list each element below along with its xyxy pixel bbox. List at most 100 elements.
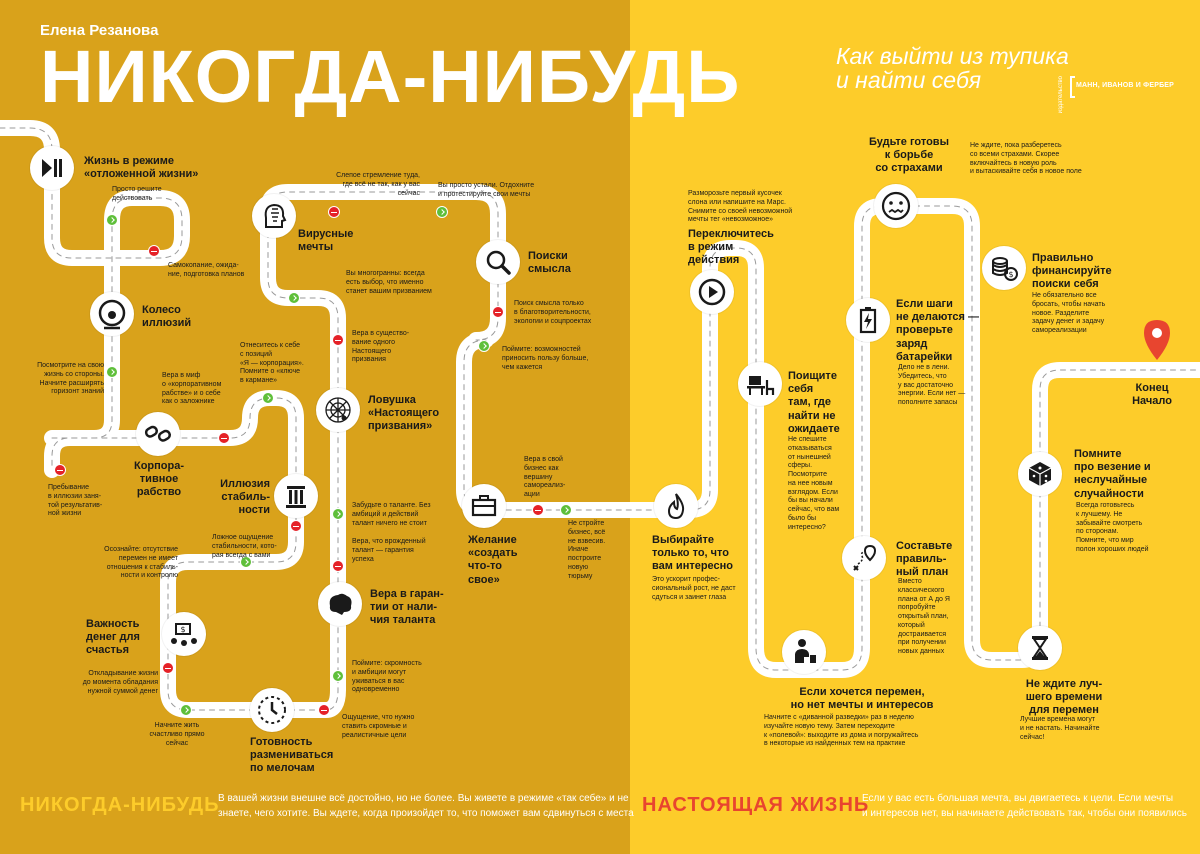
node-money-desc: Откладывание жизни до момента обладания … <box>62 670 158 696</box>
stop-sign <box>328 206 340 218</box>
title-line: неслучайные <box>1074 474 1148 487</box>
desc-line: ной жизни <box>48 510 82 518</box>
desc-line: призвания <box>352 356 386 364</box>
title-line: финансируйте <box>1032 265 1112 278</box>
desc-line: талант ничего не стоит <box>352 519 427 527</box>
desc-line: тюрьму <box>568 572 593 580</box>
node-talent-title: Вера в гаран- тии от нали- чия таланта <box>370 588 444 628</box>
title-line: Желание <box>468 534 517 546</box>
desc-line: новых данных <box>898 648 945 655</box>
desc-line: перемен не имеет <box>118 554 178 562</box>
desc-line: вание одного <box>352 338 396 346</box>
coins-icon: $ <box>982 246 1026 290</box>
title-line: к борьбе <box>884 149 934 162</box>
node-finance-desc: Не обязательно все бросать, чтобы начать… <box>1032 292 1105 336</box>
title-line: Помните <box>1074 448 1122 460</box>
desc-line: экологии и соцпроектах <box>514 317 592 325</box>
desc-line: включайтесь в новую роль <box>970 159 1057 167</box>
title-line: Готовность <box>250 736 313 748</box>
desc-line: ности и контролю <box>120 572 178 580</box>
desc-line: сейчас <box>397 189 420 197</box>
title-line: рабство <box>136 486 182 499</box>
title-line: чия таланта <box>370 614 436 627</box>
node-calling-title: Ловушка «Настоящего призвания» <box>368 394 439 434</box>
publisher-name: МАНН, ИВАНОВ И ФЕРБЕР <box>1076 82 1175 89</box>
desc-line: который <box>898 621 925 629</box>
title-line: «отложенной жизни» <box>84 168 199 181</box>
desc-line: Слепое стремление туда, <box>336 172 420 179</box>
go-sign <box>240 556 252 568</box>
node-own-business-title: Желание «создать что-то свое» <box>468 534 518 587</box>
desc-line: и не настать. Начинайте <box>1020 724 1100 732</box>
title-line: там, где <box>788 396 832 409</box>
desc-line: Поймите: скромность <box>352 660 422 667</box>
title-line: Правильно <box>1032 252 1094 264</box>
text-line: Если у вас есть большая мечта, вы двигае… <box>862 793 1174 804</box>
desc-line: есть выбор, что именно <box>346 278 424 286</box>
desc-line: ние, подготовка планов <box>168 270 245 278</box>
route-plan-icon <box>842 536 886 580</box>
desc-line: со всеми страхами. Скорее <box>970 150 1060 158</box>
node-trifles-desc: Ощущение, что нужно ставить скромные и р… <box>342 714 414 740</box>
title-line: иллюзий <box>142 317 192 330</box>
node-viral-dreams-go: Вы просто устали. Отдохните и протестиру… <box>438 182 534 200</box>
go-sign <box>106 366 118 378</box>
desc-line: рабстве» и о себе <box>162 389 221 397</box>
desc-line: Вера в миф <box>162 372 201 379</box>
node-trifles-go: Поймите: скромность и амбиции могут ужив… <box>352 660 422 695</box>
title-line: Вера в гаран- <box>370 588 444 600</box>
node-action-mode-title: Переключитесь в режим действия <box>688 228 774 268</box>
go-sign <box>332 670 344 682</box>
desc-line: Поймите: возможностей <box>502 346 581 353</box>
node-right-plan-desc: Вместо классического плана от А до Я поп… <box>898 578 950 657</box>
desc-line: забывайте смотреть <box>1076 519 1143 527</box>
desc-line: Ощущение, что нужно <box>342 714 415 721</box>
stop-sign <box>332 560 344 572</box>
title-line: стабиль- <box>221 491 270 504</box>
desc-line: «Я — корпорация». <box>240 359 304 367</box>
title-line: поиски себя <box>1032 278 1099 291</box>
node-stability-desc: Ложное ощущение стабильности, кото- рая … <box>212 534 277 560</box>
stop-sign <box>148 245 160 257</box>
desc-line: по сторонам. <box>1076 528 1119 536</box>
play-button-icon <box>690 270 734 314</box>
desc-line: сейчас <box>165 739 189 747</box>
publisher-label: издательство <box>1058 76 1064 114</box>
title-line: «Настоящего <box>368 407 440 420</box>
broken-chain-icon <box>136 412 180 456</box>
title-line: Колесо <box>142 304 181 316</box>
desc-line: в благотворительности, <box>514 308 591 316</box>
title-line: счастья <box>86 644 130 657</box>
title-line: ожидаете <box>788 422 840 435</box>
desc-line: нужной суммой денег <box>87 687 158 695</box>
desc-line: в некоторые из найденных тем на практике <box>764 740 906 748</box>
desc-line: от нынешней <box>788 453 831 461</box>
title-line: Будьте готовы <box>869 136 949 148</box>
svg-text:$: $ <box>1008 270 1013 279</box>
node-right-plan-title: Составьте правиль- ный план <box>896 540 952 580</box>
desc-line: Иначе <box>568 546 589 554</box>
desc-line: Вера в свой <box>524 456 563 463</box>
desc-line: Не спешите <box>788 436 827 443</box>
desc-line: ации <box>524 491 540 498</box>
title-line: найти не <box>788 409 836 422</box>
desc-line: Разморозьте первый кусочек <box>688 190 782 197</box>
worried-face-icon <box>874 184 918 228</box>
desc-line: амбиций и действий <box>352 510 419 518</box>
node-corporate-go: Отнеситесь к себе с позиций «Я — корпора… <box>240 342 304 386</box>
title-line: шего времени <box>1025 691 1103 704</box>
node-talent-desc: Вера, что врожденный талант — гарантия у… <box>352 538 426 564</box>
desc-line: Это ускорит профес- <box>652 576 720 583</box>
go-sign <box>436 206 448 218</box>
title-line: размениваться <box>250 749 334 762</box>
desc-line: новое. Разделите <box>1032 309 1090 317</box>
go-sign <box>332 508 344 520</box>
text-line: В вашей жизни внешне всё достойно, но не… <box>218 793 629 804</box>
node-deferred-life-title: Жизнь в режиме «отложенной жизни» <box>84 155 198 181</box>
desc-line: отказываться <box>788 444 832 452</box>
desc-line: Настоящего <box>352 347 392 355</box>
desc-line: интересно? <box>788 523 826 531</box>
desc-line: вершину <box>524 473 553 481</box>
title-line: Конец <box>1135 382 1169 394</box>
